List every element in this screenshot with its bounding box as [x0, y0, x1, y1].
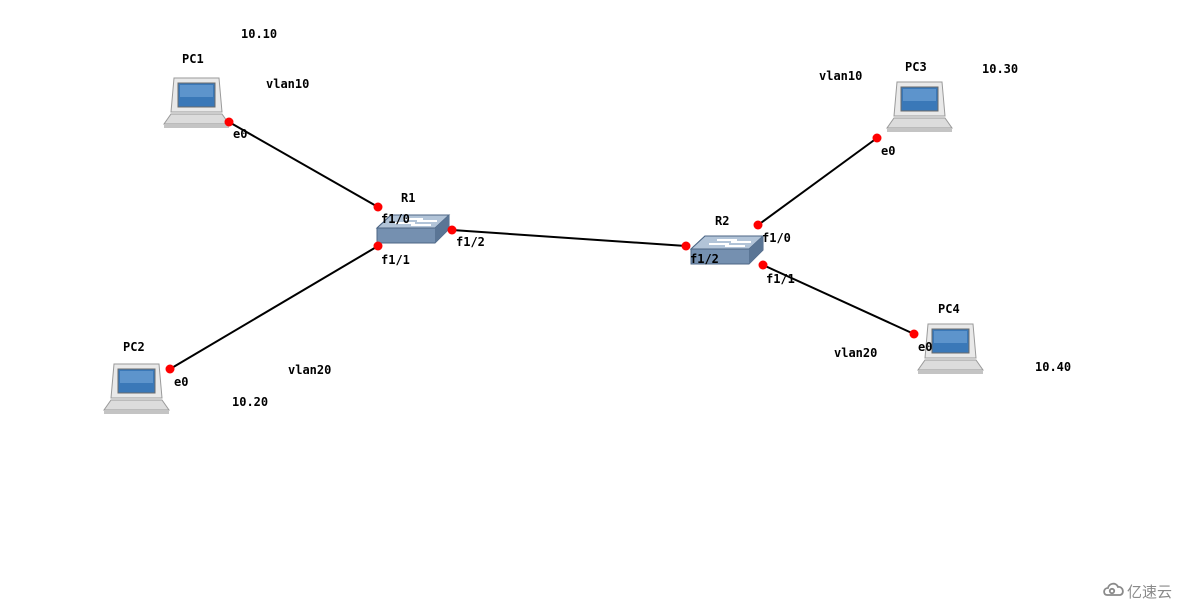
pc2-ip-label: 10.20: [232, 395, 268, 409]
pc3-icon[interactable]: [886, 81, 953, 133]
port-dot-r1-f11[interactable]: [373, 241, 383, 251]
port-dot-pc4-e0[interactable]: [909, 329, 919, 339]
port-dot-pc2-e0[interactable]: [165, 364, 175, 374]
link-pc1-r1[interactable]: [228, 121, 379, 208]
link-pc2-r1[interactable]: [169, 245, 379, 370]
cloud-logo-icon: [1103, 582, 1124, 596]
links: [169, 121, 915, 370]
pc1-vlan-label: vlan10: [266, 77, 309, 91]
pc4-name-label: PC4: [938, 302, 960, 316]
port-dot-r2-f12[interactable]: [681, 241, 691, 251]
pc2-vlan-label: vlan20: [288, 363, 331, 377]
link-pc4-r2[interactable]: [762, 264, 915, 335]
pc1-name-label: PC1: [182, 52, 204, 66]
pc1-port-label: e0: [233, 127, 247, 141]
pc4-vlan-label: vlan20: [834, 346, 877, 360]
r1-port-f12-label: f1/2: [456, 235, 485, 249]
pc3-vlan-label: vlan10: [819, 69, 862, 83]
port-dot-pc1-e0[interactable]: [224, 117, 234, 127]
pc3-name-label: PC3: [905, 60, 927, 74]
pc1-icon[interactable]: [163, 77, 230, 129]
link-pc3-r2[interactable]: [757, 137, 878, 226]
port-dot-r2-f10[interactable]: [753, 220, 763, 230]
port-dot-r2-f11[interactable]: [758, 260, 768, 270]
pc1-ip-label: 10.10: [241, 27, 277, 41]
pc2-port-label: e0: [174, 375, 188, 389]
r2-port-f10-label: f1/0: [762, 231, 791, 245]
r1-port-f11-label: f1/1: [381, 253, 410, 267]
pc2-icon[interactable]: [103, 363, 170, 415]
pc3-ip-label: 10.30: [982, 62, 1018, 76]
watermark-text: 亿速云: [1127, 583, 1172, 601]
watermark: 亿速云: [1103, 582, 1172, 601]
r2-name-label: R2: [715, 214, 729, 228]
pc4-ip-label: 10.40: [1035, 360, 1071, 374]
r2-port-f11-label: f1/1: [766, 272, 795, 286]
pc2-name-label: PC2: [123, 340, 145, 354]
r1-name-label: R1: [401, 191, 415, 205]
r1-port-f10-label: f1/0: [381, 212, 410, 226]
port-dots: [165, 117, 919, 374]
port-dot-r1-f12[interactable]: [447, 225, 457, 235]
port-dot-r1-f10[interactable]: [373, 202, 383, 212]
port-dot-pc3-e0[interactable]: [872, 133, 882, 143]
link-r1-r2[interactable]: [451, 229, 687, 247]
pc4-port-label: e0: [918, 340, 932, 354]
pc3-port-label: e0: [881, 144, 895, 158]
r2-port-f12-label: f1/2: [690, 252, 719, 266]
